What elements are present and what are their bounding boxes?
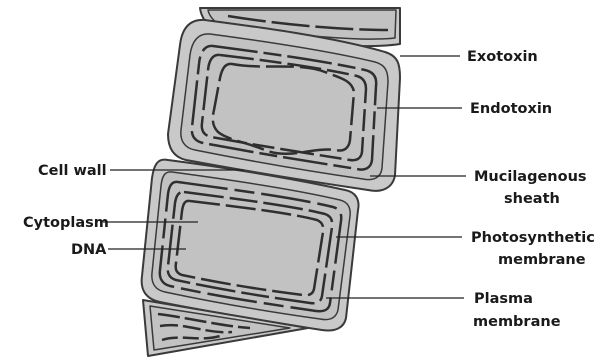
label-cell-wall: Cell wall — [38, 163, 107, 179]
label-photosynthetic-membrane-line2: membrane — [498, 252, 586, 268]
label-dna: DNA — [71, 242, 107, 258]
label-photosynthetic-membrane-line1: Photosynthetic — [471, 230, 595, 246]
label-mucilagenous-sheath-line1: Mucilagenous — [474, 169, 587, 185]
label-cytoplasm: Cytoplasm — [23, 215, 109, 231]
label-endotoxin: Endotoxin — [470, 101, 552, 117]
label-exotoxin: Exotoxin — [467, 49, 538, 65]
label-plasma-membrane-line1: Plasma — [474, 291, 533, 307]
filament — [142, 8, 400, 356]
label-mucilagenous-sheath-line2: sheath — [504, 191, 560, 207]
label-plasma-membrane-line2: membrane — [473, 314, 561, 330]
